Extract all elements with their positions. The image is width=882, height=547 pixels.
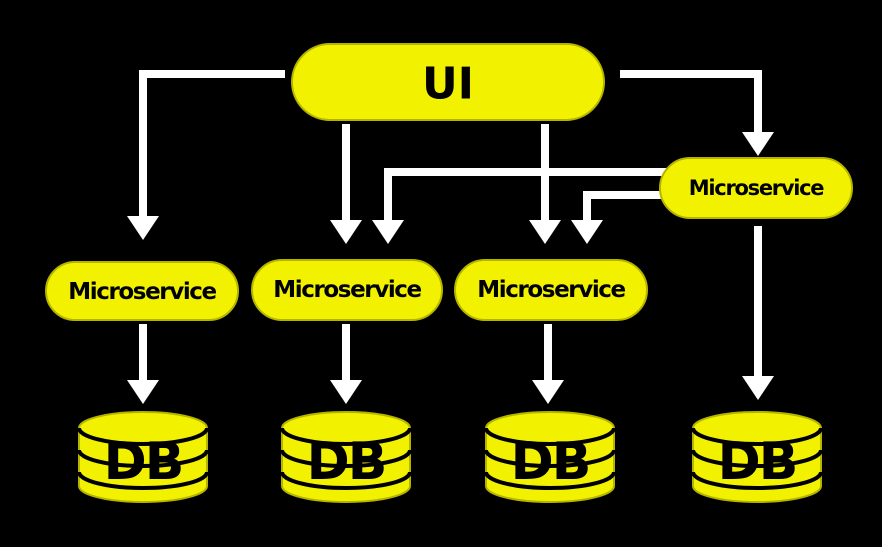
arrow-microservice-3-to-db-3 xyxy=(532,324,564,404)
db-node-2: DB xyxy=(280,411,412,503)
ui-node: UI xyxy=(291,43,605,121)
arrow-microservice-4-to-microservice-2 xyxy=(372,168,666,244)
microservice-node-3: Microservice xyxy=(454,259,648,321)
db-label-3: DB xyxy=(511,432,590,492)
arrow-microservice-2-to-db-2 xyxy=(330,324,362,404)
arrow-ui-to-microservice-2 xyxy=(330,124,362,244)
arrow-microservice-4-to-db-4 xyxy=(742,226,774,400)
db-node-1: DB xyxy=(77,411,209,503)
microservice-label-4: Microservice xyxy=(689,176,824,200)
microservice-label-1: Microservice xyxy=(68,279,216,305)
db-label-2: DB xyxy=(307,432,386,492)
microservice-label-3: Microservice xyxy=(477,277,625,303)
arrow-ui-to-microservice-3 xyxy=(529,124,561,244)
arrow-ui-to-microservice-1 xyxy=(127,70,285,240)
arrow-microservice-1-to-db-1 xyxy=(127,324,159,404)
arrows xyxy=(127,70,774,404)
microservice-node-1: Microservice xyxy=(45,261,239,321)
microservice-node-4: Microservice xyxy=(659,157,853,219)
db-label-4: DB xyxy=(718,432,797,492)
arrow-ui-to-microservice-4 xyxy=(620,70,774,156)
arrow-microservice-4-to-microservice-3 xyxy=(571,191,666,244)
db-node-3: DB xyxy=(484,411,616,503)
microservice-label-2: Microservice xyxy=(273,277,421,303)
db-label-1: DB xyxy=(104,432,183,492)
ui-label: UI xyxy=(422,59,474,110)
microservice-node-2: Microservice xyxy=(251,259,443,321)
db-node-4: DB xyxy=(691,411,823,503)
